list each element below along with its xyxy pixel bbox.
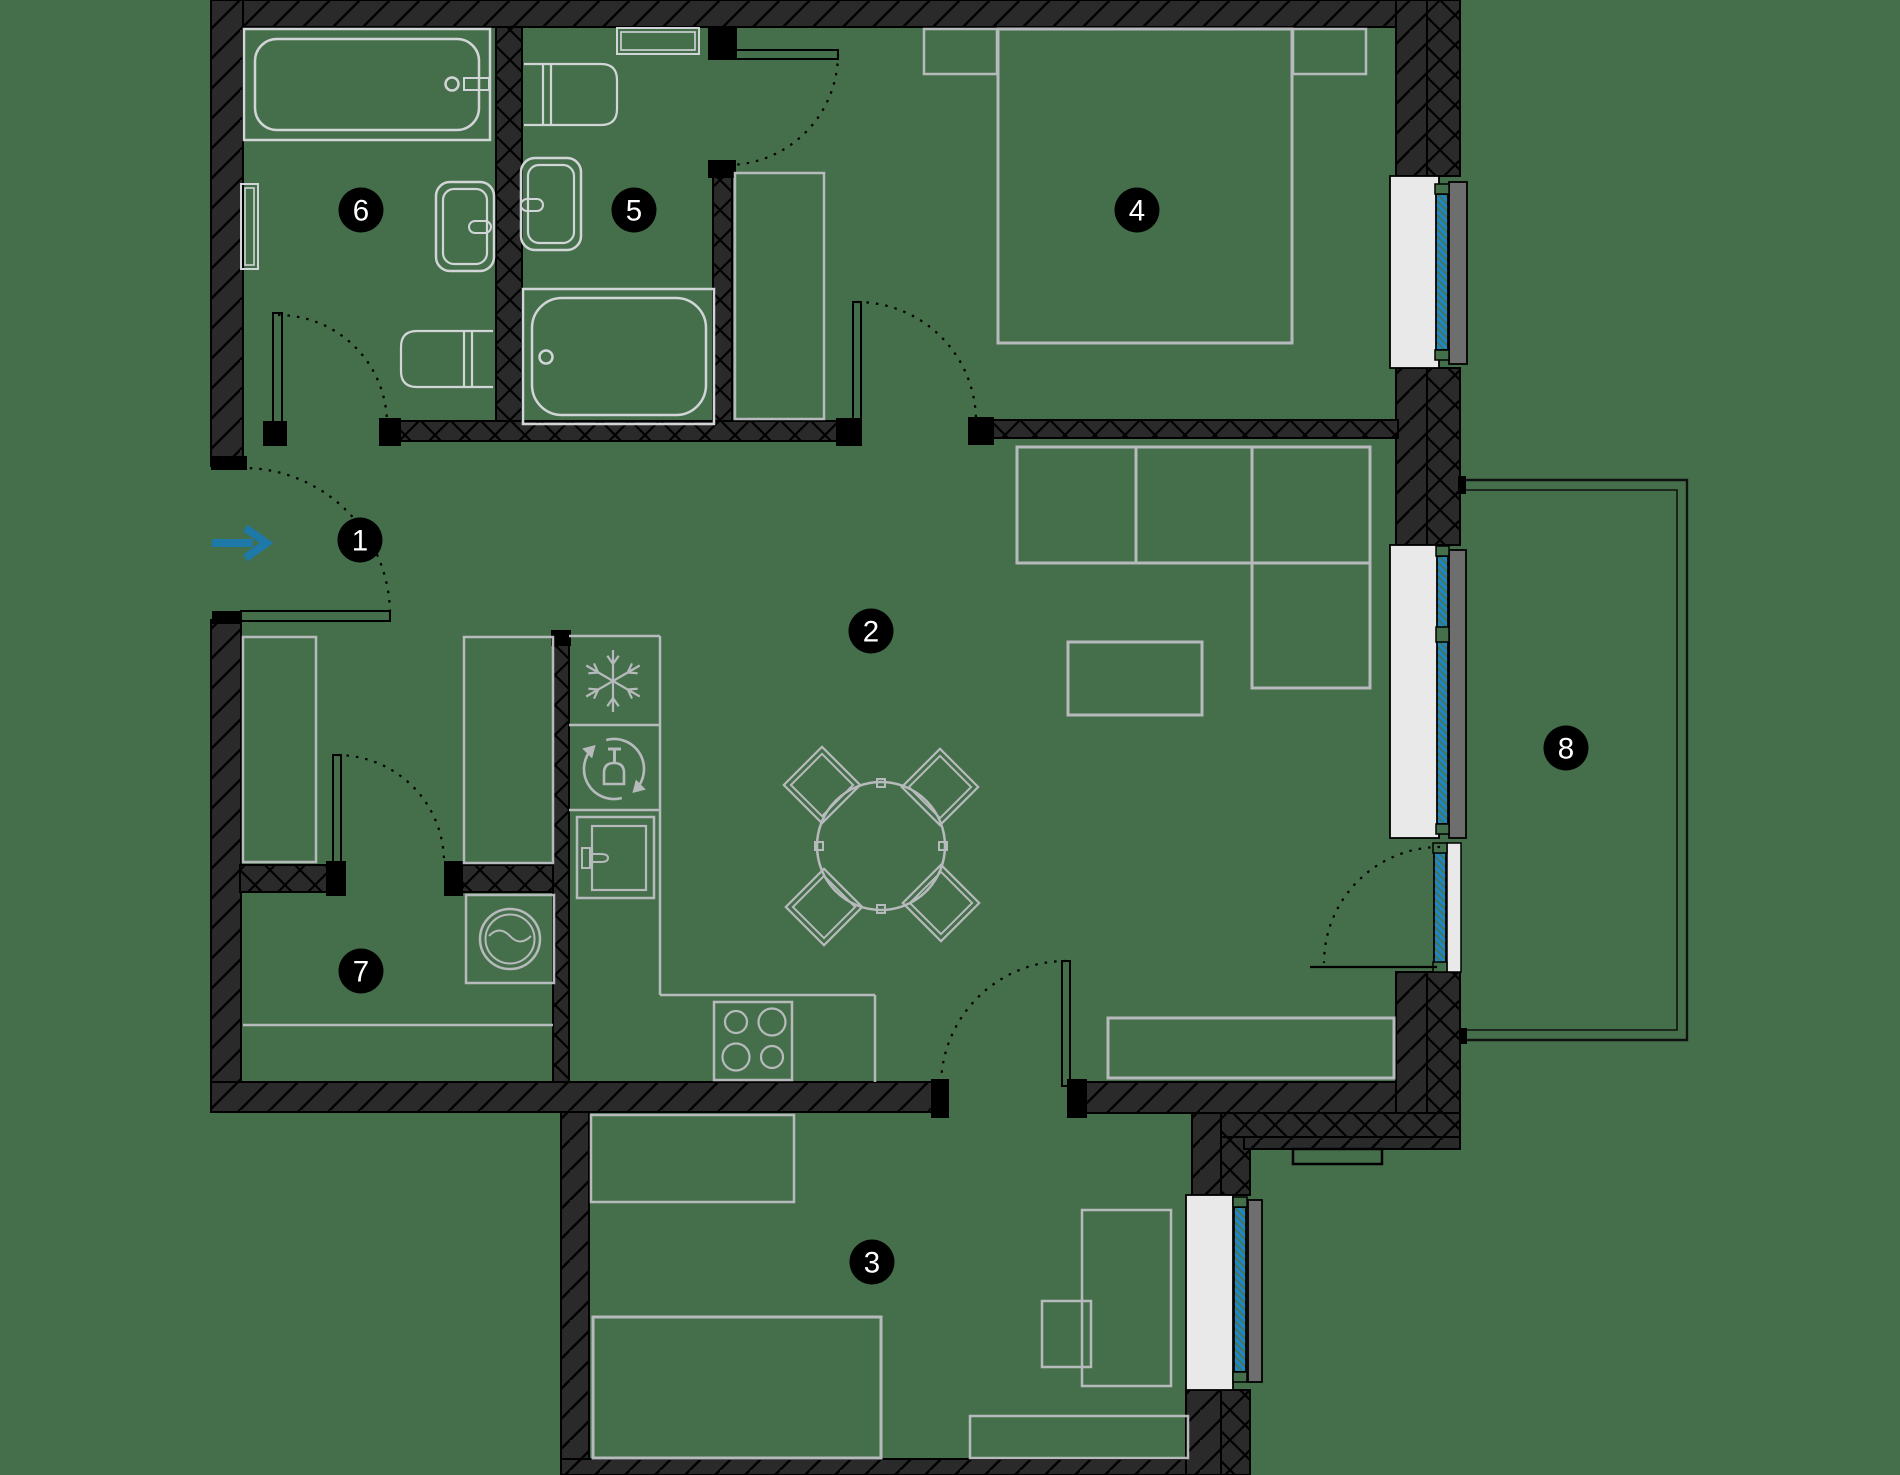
svg-text:2: 2	[863, 616, 879, 649]
svg-text:4: 4	[1129, 195, 1145, 228]
svg-text:7: 7	[353, 956, 369, 989]
svg-text:6: 6	[353, 195, 369, 228]
svg-text:8: 8	[1558, 733, 1574, 766]
svg-text:3: 3	[864, 1247, 880, 1280]
svg-text:1: 1	[352, 525, 368, 558]
svg-text:5: 5	[626, 195, 642, 228]
